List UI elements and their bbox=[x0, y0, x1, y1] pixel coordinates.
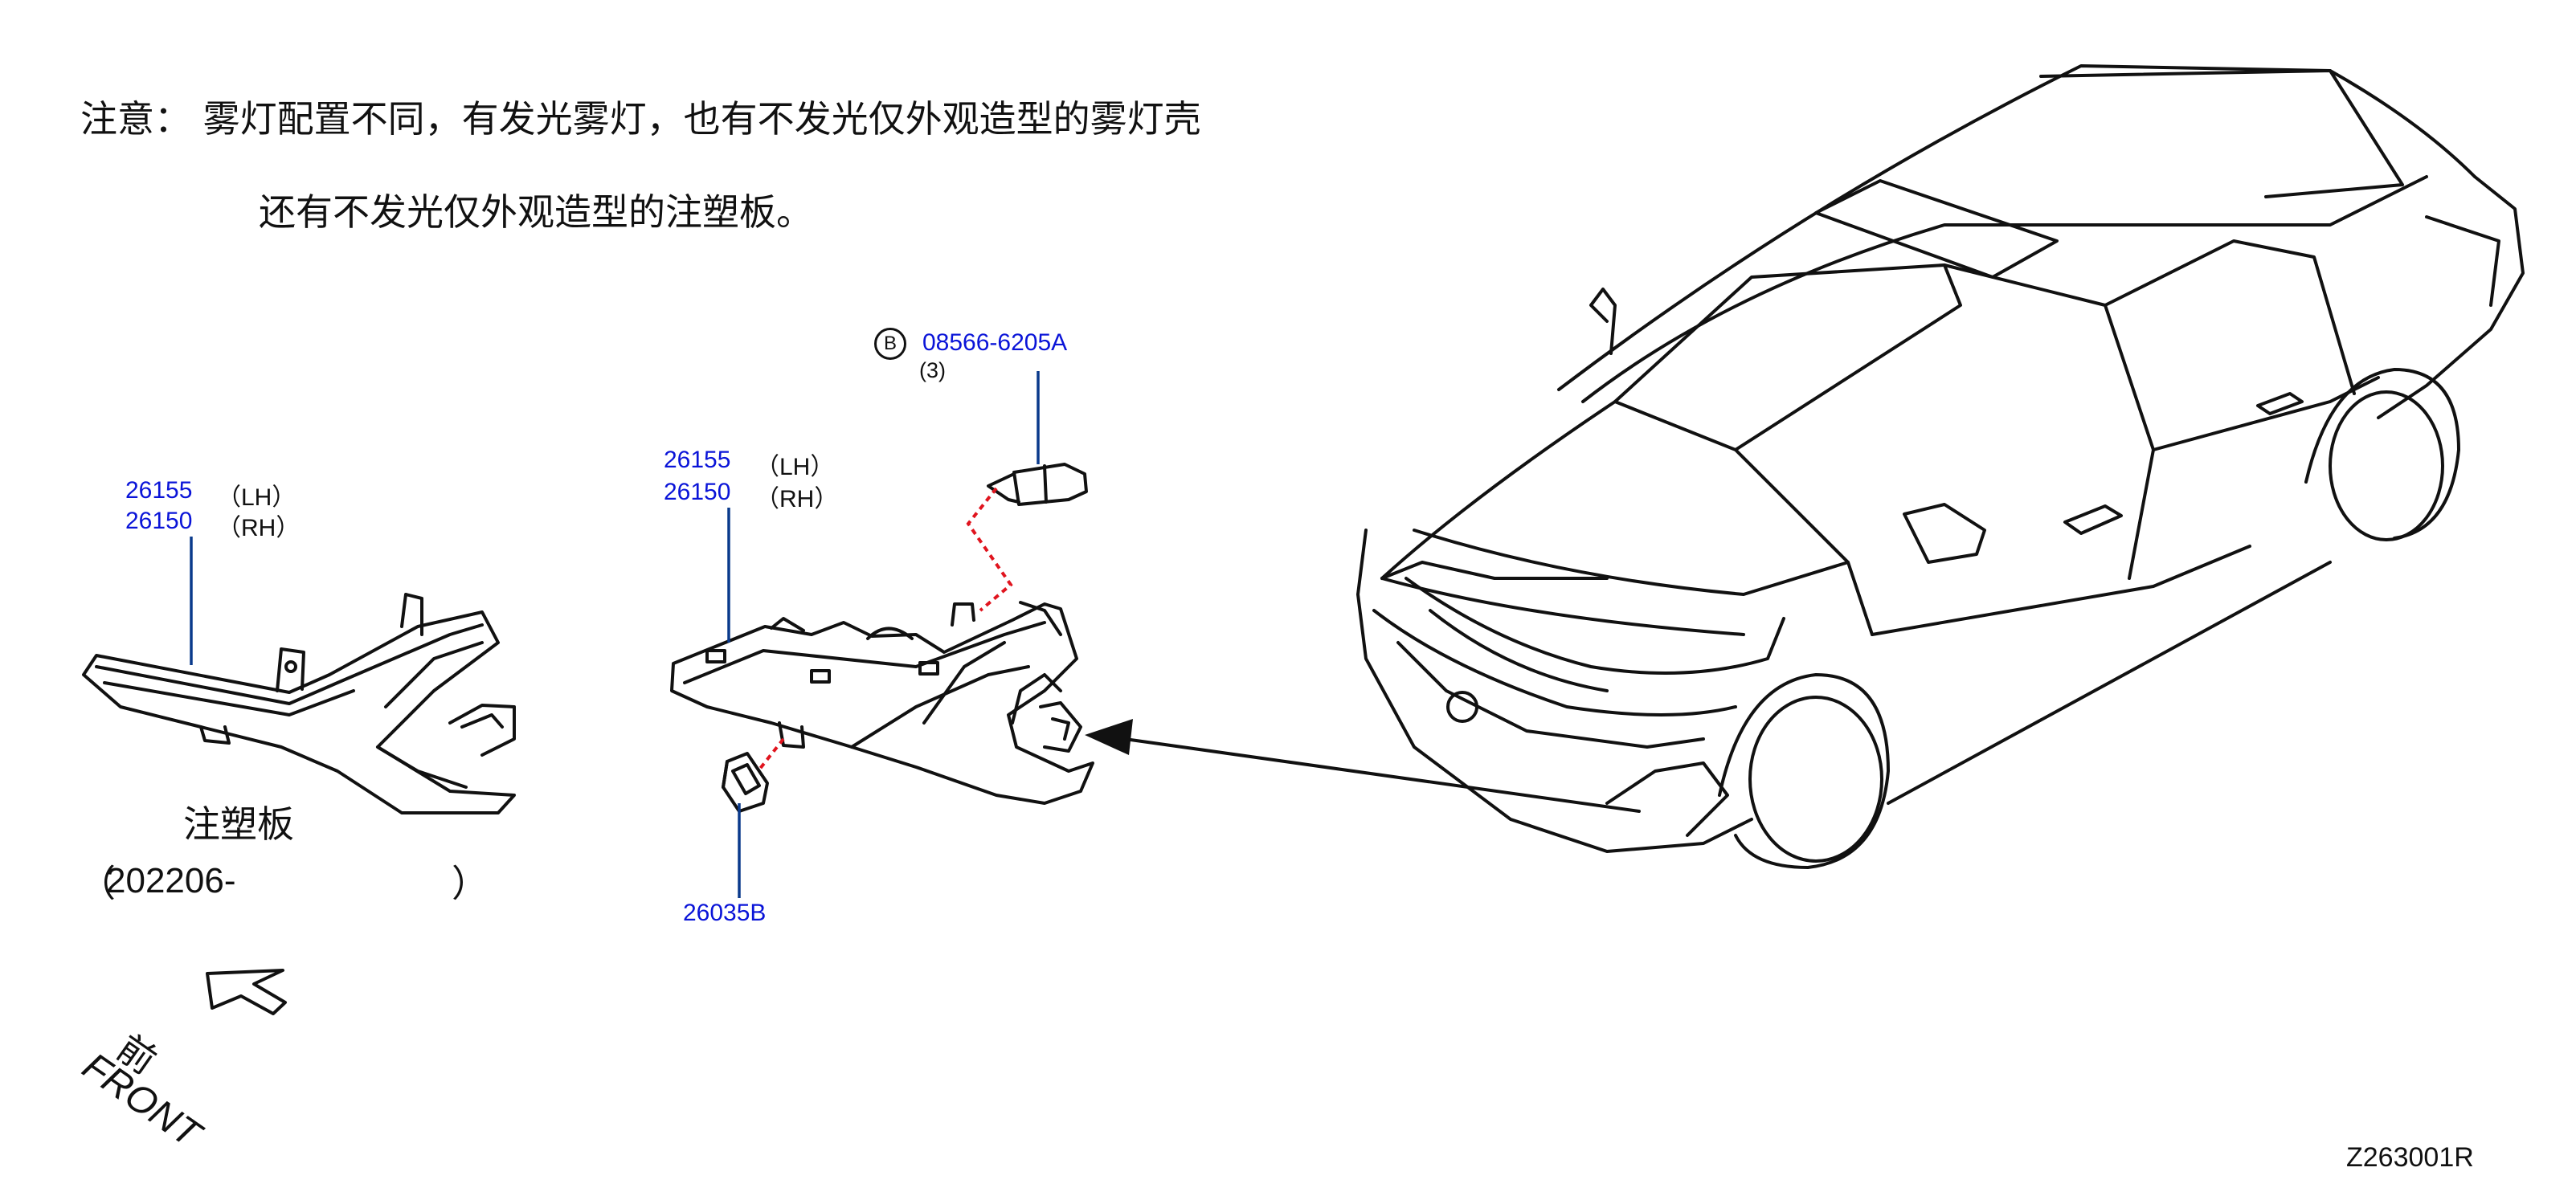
date-open-paren: （ bbox=[79, 863, 116, 904]
pointer-arrowhead bbox=[1085, 719, 1133, 755]
left-side-rh: （RH） bbox=[217, 515, 301, 541]
car-drawing bbox=[1356, 64, 2525, 869]
bolt-dotted-leader bbox=[966, 487, 1013, 612]
center-side-rh: （RH） bbox=[755, 486, 839, 512]
bolt-reference-marker: B bbox=[874, 328, 906, 360]
fog-lamp-housing-drawing bbox=[670, 601, 1094, 805]
center-side-lh: （LH） bbox=[755, 454, 835, 480]
center-part-number-rh: 26150 bbox=[664, 479, 731, 505]
front-arrow-drawing bbox=[206, 969, 287, 1015]
left-trim-panel-drawing bbox=[82, 593, 516, 814]
note-line-2: 还有不发光仅外观造型的注塑板。 bbox=[259, 190, 813, 234]
clip-part-number: 26035B bbox=[683, 900, 767, 926]
bolt-drawing bbox=[987, 463, 1088, 506]
pointer-arrow-line bbox=[1123, 737, 1641, 813]
clip-drawing bbox=[722, 752, 769, 813]
left-part-name: 注塑板 bbox=[183, 802, 294, 846]
bolt-part-number: 08566-6205A bbox=[922, 329, 1068, 356]
date-close-paren: ） bbox=[452, 863, 489, 904]
diagram-code: Z263001R bbox=[2346, 1142, 2474, 1173]
center-part-number-lh: 26155 bbox=[664, 447, 731, 473]
note-line-1: 注意： 雾灯配置不同，有发光雾灯，也有不发光仅外观造型的雾灯壳 bbox=[80, 97, 1201, 141]
left-part-number-rh: 26150 bbox=[125, 508, 193, 534]
left-side-lh: （LH） bbox=[217, 484, 296, 511]
date-range-start: 202206- bbox=[106, 861, 236, 900]
clip-dotted-leader bbox=[758, 737, 785, 771]
left-part-number-lh: 26155 bbox=[125, 477, 193, 504]
bolt-quantity: (3) bbox=[919, 358, 946, 382]
